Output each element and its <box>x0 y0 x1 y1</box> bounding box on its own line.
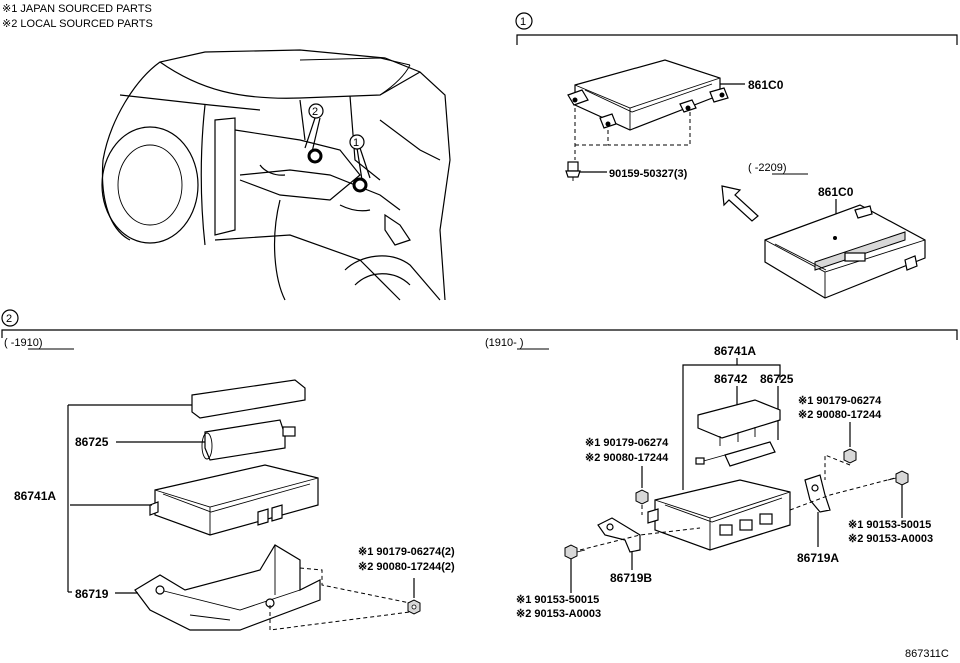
section-1: 1 861C0 90159-50327 <box>515 12 958 299</box>
part-86741a-right-box <box>647 479 791 551</box>
part-86719b <box>597 517 641 553</box>
part-86725-right <box>695 441 776 467</box>
label-nut-rr-2: ※2 90080-17244 <box>798 409 882 421</box>
label-86741a-left: 86741A <box>14 489 56 503</box>
cover-strip <box>191 379 306 419</box>
label-86719a: 86719A <box>797 551 839 565</box>
label-861c0: 861C0 <box>748 78 784 92</box>
bolt-right-left <box>564 544 586 560</box>
range-2209: ( -2209) <box>748 162 787 174</box>
ecu-861c0-lower <box>764 204 926 299</box>
range-right-1910: (1910- ) <box>485 337 524 349</box>
arrow-icon <box>721 185 759 222</box>
label-nut-left-2: ※2 90080-17244(2) <box>358 561 455 573</box>
label-nut-rr-1: ※1 90179-06274 <box>798 395 882 407</box>
car-marker-1: 1 <box>353 137 359 149</box>
bolt-90159 <box>565 161 581 181</box>
nut-left <box>407 599 421 615</box>
part-86725-left <box>201 419 296 461</box>
figure-code: 867311C <box>905 648 949 660</box>
label-bolt-rl-1: ※1 90153-50015 <box>516 594 599 606</box>
range-left-1910: ( -1910) <box>4 337 43 349</box>
label-86742-right: 86742 <box>714 372 748 386</box>
label-nut-rl-1: ※1 90179-06274 <box>585 437 669 449</box>
label-bolt-rr-1: ※1 90153-50015 <box>848 519 931 531</box>
label-bolt-rr-2: ※2 90153-A0003 <box>848 533 933 545</box>
label-bolt-rl-2: ※2 90153-A0003 <box>516 608 601 620</box>
label-86741a-right: 86741A <box>714 344 756 358</box>
label-nut-left-1: ※1 90179-06274(2) <box>358 546 455 558</box>
label-861c0-alt: 861C0 <box>818 185 854 199</box>
car-marker-2: 2 <box>312 106 318 118</box>
section-2: 2 ( -1910) 86725 86741A <box>1 309 958 631</box>
car-interior-illustration: 2 1 <box>101 49 451 301</box>
label-86725-left: 86725 <box>75 435 109 449</box>
label-bolt-90159: 90159-50327(3) <box>609 168 688 180</box>
note-local-sourced: ※2 LOCAL SOURCED PARTS <box>2 18 153 30</box>
note-japan-sourced: ※1 JAPAN SOURCED PARTS <box>2 3 152 15</box>
part-86719a <box>804 474 831 513</box>
section-2-marker: 2 <box>6 313 12 325</box>
nut-right-right <box>843 448 857 464</box>
part-86719-left <box>134 544 321 631</box>
label-86719b: 86719B <box>610 571 652 585</box>
ecu-861c0-upper <box>567 59 729 131</box>
label-86719-left: 86719 <box>75 587 109 601</box>
part-86742-right <box>697 399 781 439</box>
part-86741a-left <box>149 464 319 536</box>
bolt-right-right <box>887 470 909 486</box>
label-nut-rl-2: ※2 90080-17244 <box>585 452 669 464</box>
nut-right-left <box>635 489 649 505</box>
label-86725-right: 86725 <box>760 372 794 386</box>
section-1-marker: 1 <box>520 16 526 28</box>
